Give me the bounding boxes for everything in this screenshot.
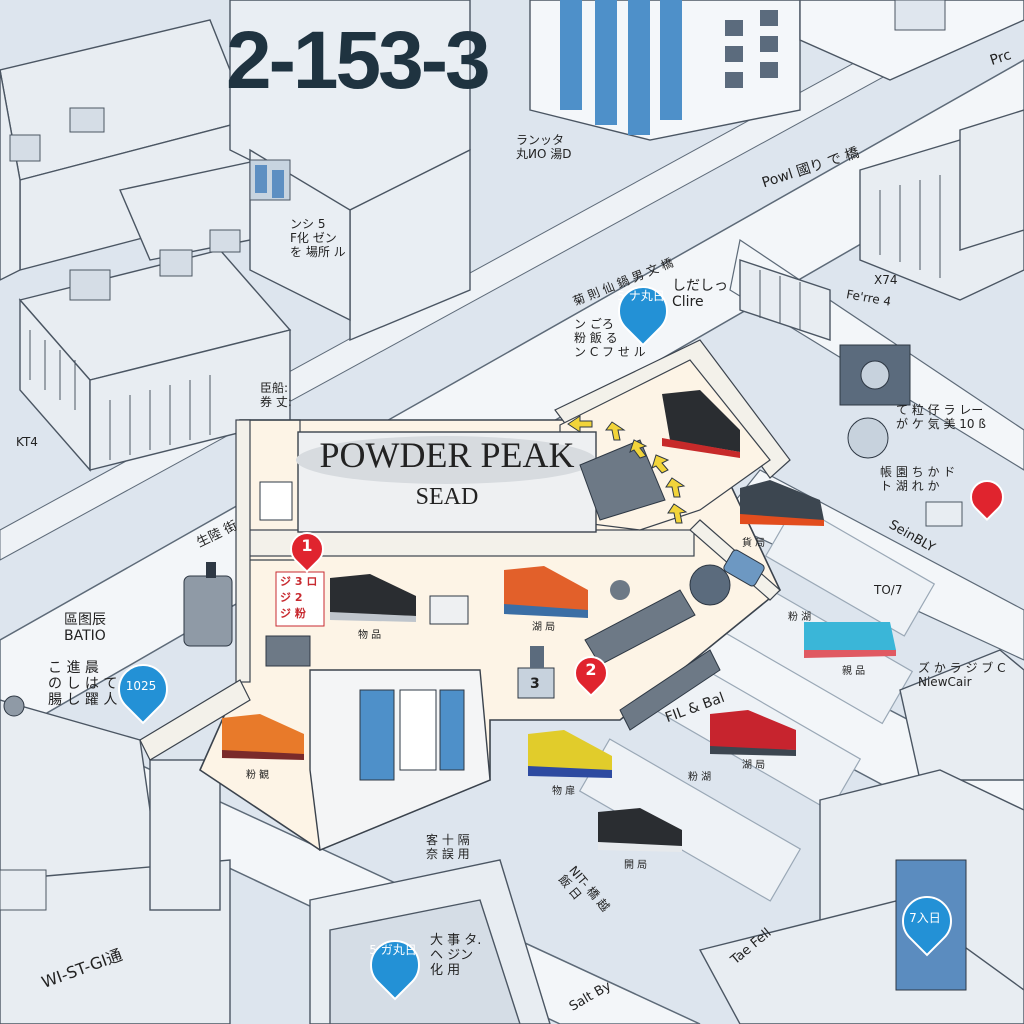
store-subtitle: SEAD [415, 484, 479, 510]
label-right-text-3: ズ か ラ ジ ブ C NiewCair [918, 661, 1006, 689]
pin-number: 2 [585, 660, 597, 679]
shoe-label: 粉 湖 [688, 772, 712, 783]
shoe-label: 湖 局 [532, 622, 556, 633]
label-left-block: KT4 [16, 435, 38, 449]
store-name[interactable]: POWDER PEAK [319, 435, 575, 475]
label-north-left: ンシ 5 F化 ゼン を 場所 ル [290, 217, 346, 259]
shoe-icon [222, 390, 896, 852]
shoe-label: 親 品 [842, 666, 866, 677]
label-north-sign: ランッタ 丸ИО 湯D [516, 133, 572, 161]
label-store-note-top: ン ごろ 粉 飯 る ン C フ せ ル [574, 317, 646, 359]
pin-label: 5 ナ丸日 [617, 289, 665, 303]
shoe-label: 貨 局 [742, 538, 766, 549]
label-right-mid: TO/7 [874, 583, 903, 597]
pin-label: 5 ガ丸日 [369, 943, 417, 957]
glass-tower [529, 0, 801, 141]
label-left-mid: 區图辰 BATIO [64, 612, 106, 645]
store-sign-line: ジ 2 [280, 591, 303, 604]
pin-number: 1 [301, 536, 313, 555]
shoe-label: 粉 湖 [788, 612, 812, 623]
arrow-icon [567, 415, 688, 524]
label-right-block: X74 [874, 273, 898, 287]
label-right-text-1: て 粒 仔 ラ レー が ケ 気 美 10 ß [896, 403, 986, 431]
label-pin-note-left: こ 進 晨 の し は て 腸 し 躍 人 [48, 660, 118, 709]
shoe-label: 粉 観 [246, 770, 270, 781]
label-right-text-2: 帳 園 ち か ド ト 湖 れ か [880, 465, 956, 493]
shoe-label: 物 品 [358, 630, 382, 641]
label-corner: 臣船: 券 丈: [260, 381, 292, 409]
counter-number: 3 [530, 676, 540, 692]
shoe-label: 開 局 [624, 860, 648, 871]
pin-label: 1025 [125, 679, 157, 693]
pin-note: 大 事 タ. ヘ ジン 化 用 [430, 933, 482, 978]
store-sign-line: ジ 粉 [280, 607, 306, 620]
pin-label: 7入日 [909, 911, 941, 925]
store-compound [139, 339, 791, 851]
label-bottom-note: 客 十 隔 奈 誤 用 [426, 833, 470, 861]
address-number: 2-153-3 [226, 15, 491, 106]
shoe-label: 湖 局 [742, 760, 766, 771]
store-sign-line: ジ 3 ロ [280, 575, 318, 588]
buildings-bottom [0, 699, 1024, 1024]
kiosk [183, 575, 233, 647]
pin-note: しだしっ Clire [672, 278, 728, 311]
buildings-top-left [0, 19, 302, 472]
shoe-label: 物 扉 [552, 786, 576, 797]
